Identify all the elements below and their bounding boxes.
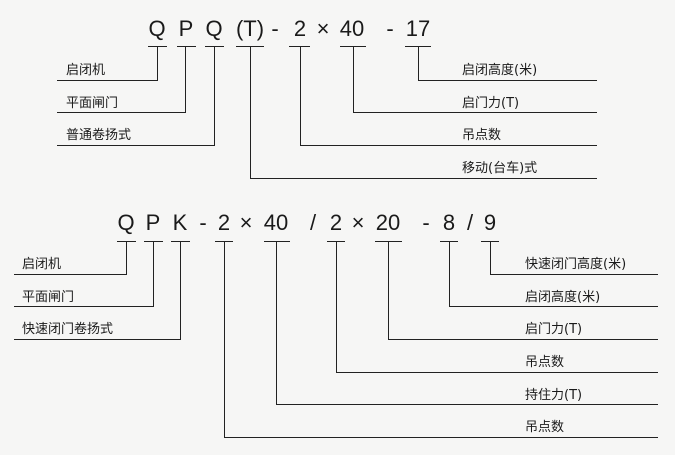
code1-dash2: - [386, 16, 394, 41]
code1-token-q2: Q [205, 16, 223, 41]
leader-putong [57, 47, 215, 146]
label-pingmian-zhamen: 平面闸门 [66, 96, 119, 111]
code1-token-17: 17 [405, 16, 431, 41]
label-putong-juanyang: 普通卷扬式 [66, 128, 132, 143]
label-yidong-taiche: 移动(台车)式 [462, 161, 538, 176]
code2-token-p: P [145, 210, 161, 235]
code2-token-8: 8 [442, 210, 456, 235]
label-qimenli: 启门力(T) [462, 96, 520, 111]
code2-token-q: Q [117, 210, 135, 235]
label-diaodianshu: 吊点数 [462, 128, 502, 143]
label2-kuaisu-juanyang: 快速闭门卷扬式 [22, 322, 114, 337]
label2-kuaisu-gaodu: 快速闭门高度(米) [525, 257, 627, 272]
code2-token-2: 2 [217, 210, 231, 235]
code2-slash2: / [466, 210, 474, 235]
label2-diaodianshu: 吊点数 [525, 355, 565, 370]
code2-slash: / [309, 210, 317, 235]
code1-token-40: 40 [339, 16, 365, 41]
label-qibiji: 启闭机 [66, 63, 106, 78]
code2-token-40: 40 [263, 210, 289, 235]
code1-times: × [316, 16, 330, 41]
leader2-diaodianshu-2 [224, 242, 658, 438]
code2-token-k: K [172, 210, 188, 235]
code2-token-9: 9 [483, 210, 497, 235]
code2-times: × [239, 210, 253, 235]
leader2-qibiji [14, 242, 127, 275]
code1-token-q: Q [148, 16, 166, 41]
label2-diaodianshu-2: 吊点数 [525, 420, 565, 435]
code2-dash: - [199, 210, 207, 235]
leader-yidong [250, 47, 597, 179]
label2-qibi-gaodu: 启闭高度(米) [525, 290, 601, 305]
code1-dash: - [271, 16, 279, 41]
code2-token-2b: 2 [329, 210, 343, 235]
label2-chizhuli: 持住力(T) [525, 388, 583, 403]
leader2-qimenli [388, 242, 658, 340]
leader2-kuaisu [14, 242, 181, 340]
leader-qibiji [57, 47, 158, 81]
leader2-diaodianshu [336, 242, 658, 373]
label-qibi-gaodu: 启闭高度(米) [462, 63, 538, 78]
leader2-pingmian [14, 242, 154, 307]
code2-times2: × [351, 210, 365, 235]
leader2-qibi-gaodu [449, 242, 658, 307]
leader-diaodianshu [300, 47, 597, 146]
label2-qibiji: 启闭机 [22, 257, 62, 272]
leader2-chizhuli [276, 242, 658, 405]
code2-dash2: - [422, 210, 430, 235]
code1-token-t: (T) [235, 16, 265, 41]
leader-qibi-gaodu [418, 47, 597, 81]
leader-pingmian [57, 47, 186, 113]
leader2-kuaisu-gaodu [490, 242, 658, 275]
label2-qimenli: 启门力(T) [525, 322, 583, 337]
code2-token-20: 20 [375, 210, 401, 235]
code1-token-2: 2 [293, 16, 307, 41]
leader-qimenli [353, 47, 597, 113]
label2-pingmian-zhamen: 平面闸门 [22, 290, 75, 305]
code1-token-p: P [178, 16, 194, 41]
